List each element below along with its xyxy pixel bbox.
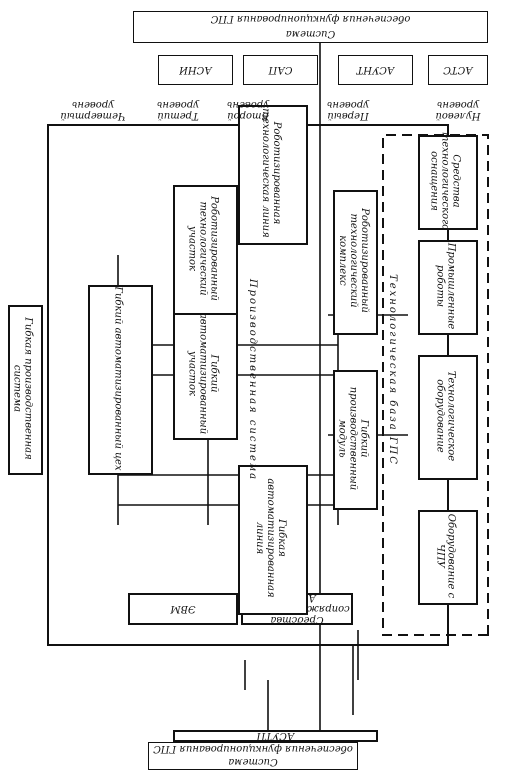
gpm-box: Гибкий производственный модуль	[333, 370, 378, 510]
tech-eq-label: Технологическое оборудование	[434, 370, 457, 462]
tech-base-label: Технологическая база ГПС	[387, 274, 399, 466]
level-4: Четвертый уровень	[60, 99, 126, 121]
top-system-line1: Система	[228, 756, 278, 768]
bottom-bar-label: АСУТП	[256, 730, 295, 742]
bottom-bar-box: АСУТП	[173, 730, 378, 742]
evm-label: ЭВМ	[170, 603, 196, 615]
sys-label-asni: АСНИ	[179, 64, 212, 76]
level-1: Первый уровень	[327, 99, 369, 121]
top-system-line2: обеспечения функционирования ГПС	[153, 743, 353, 755]
tech-eq-box: Технологическое оборудование	[418, 355, 478, 480]
prod-system-label: Производственная система	[247, 278, 259, 482]
robots-label: Промышленные роботы	[434, 242, 457, 330]
sys-box-astc: АСТС	[428, 55, 488, 85]
sys-box-asunt: АСУНТ	[338, 55, 413, 85]
bottom-system-line1: Система	[285, 28, 336, 40]
robots-box: Промышленные роботы	[418, 240, 478, 335]
gpm-label: Гибкий производственный модуль	[336, 386, 370, 491]
rtu-box: Роботизированный технологический участок	[173, 185, 238, 315]
sredstva-isp-label: Средства технологического оснащения	[429, 131, 462, 231]
level-0: Нулевой уровень	[435, 99, 481, 121]
level-2: Второй уровень	[227, 99, 269, 121]
sys-box-sap: САП	[243, 55, 318, 85]
top-system-box: Система обеспечения функционирования ГПС	[148, 742, 358, 770]
rtk-box: Роботизированный технологический комплек…	[333, 190, 378, 335]
gau-box: Гибкий автоматизированный участок	[173, 310, 238, 440]
rtk-label: Роботизированный технологический комплек…	[337, 208, 370, 313]
bottom-system-line2: обеспечения функционирования ГПС	[210, 13, 411, 25]
gac-box: Гибкий автоматизированный цех	[88, 285, 153, 475]
bottom-system-box: Система обеспечения функционирования ГПС	[133, 11, 488, 43]
gau-label: Гибкий автоматизированный участок	[186, 312, 220, 435]
sys-box-asni: АСНИ	[158, 55, 233, 85]
sys-label-sap: САП	[268, 64, 293, 76]
sys-label-asunt: АСУНТ	[356, 64, 395, 76]
chpu-box: Оборудование с ЧПУ	[418, 510, 478, 605]
evm-box: ЭВМ	[128, 593, 238, 625]
chpu-label: Оборудование с ЧПУ	[434, 513, 457, 599]
gac-label: Гибкий автоматизированный цех	[112, 286, 124, 471]
level-3: Третий уровень	[157, 99, 199, 121]
rtu-label: Роботизированный технологический участок	[186, 196, 220, 301]
sredstva-isp-box: Средства технологического оснащения	[418, 131, 478, 231]
gps-label: Гибкая производственная система	[12, 317, 34, 460]
gps-box: Гибкая производственная система	[8, 305, 43, 475]
sys-label-astc: АСТС	[443, 64, 473, 76]
